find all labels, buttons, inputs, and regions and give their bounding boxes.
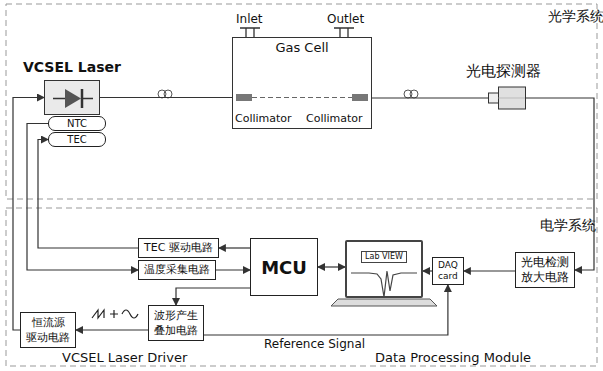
part-name: Outlet [327,12,364,26]
collimator-lens [236,94,252,101]
part-name: Collimator [235,112,292,125]
laptop-base [331,299,437,306]
part-name: Collimator [306,112,363,125]
node-heading: 光电探测器 [466,62,541,81]
node-text: 恒流源 驱动电路 [26,315,70,345]
node-mcu: MCU [250,238,318,296]
connector [372,97,488,98]
region-title: 光学系统 [548,8,603,26]
node-text: TEC [67,134,86,145]
node-pill: TEC [48,132,106,147]
node-text: TEC 驱动电路 [144,241,213,254]
region-title: 电学系统 [540,217,596,235]
optical-region [6,4,597,199]
inlet-pipe [240,28,260,37]
connector [100,97,232,98]
node-box: 温度采集电路 [138,260,216,280]
node-text: 光电检测 放大电路 [521,255,569,285]
collimator-lens [352,94,368,101]
connector [38,140,138,249]
fiber-coil [158,90,418,98]
node-text: Gas Cell [275,40,328,55]
connector [216,269,250,270]
connector [423,270,432,271]
electrical-region [6,208,597,366]
node-box: DAQ card [432,257,464,285]
node-text: MCU [261,257,307,278]
node-text: NTC [67,118,87,129]
module-name: VCSEL Laser Driver [62,350,187,365]
part-name: Inlet [236,12,263,26]
connector [76,329,148,330]
connector [13,98,44,331]
node-text: DAQ card [438,260,458,282]
node-icon: VCSEL Laser [44,80,100,115]
node-pill: NTC [48,116,106,131]
detector-icon [488,86,526,110]
connector [219,247,250,248]
node-box: TEC 驱动电路 [138,238,219,258]
edge-label: Reference Signal [262,337,367,351]
connector [464,270,515,271]
node-screen: Lab VIEW [345,240,423,298]
node-text: 温度采集电路 [144,263,210,276]
node-box: 光电检测 放大电路 [515,252,575,288]
node-icon: 光电探测器 [488,86,526,110]
module-name: Data Processing Module [375,350,531,365]
outlet-pipe [334,28,354,37]
connector [318,266,345,267]
spectrum-plot [349,265,419,301]
node-heading: VCSEL Laser [23,59,121,75]
connector [526,98,594,270]
node-box: 恒流源 驱动电路 [20,312,76,348]
beam-path [252,97,352,98]
connector [176,288,250,305]
node-text: Lab VIEW [361,251,407,263]
node-box: 波形产生 叠加电路 [148,305,204,341]
waveform-symbol [92,310,138,318]
node-text: 波形产生 叠加电路 [154,308,198,338]
diode-symbol [45,81,101,116]
connector [27,124,138,271]
